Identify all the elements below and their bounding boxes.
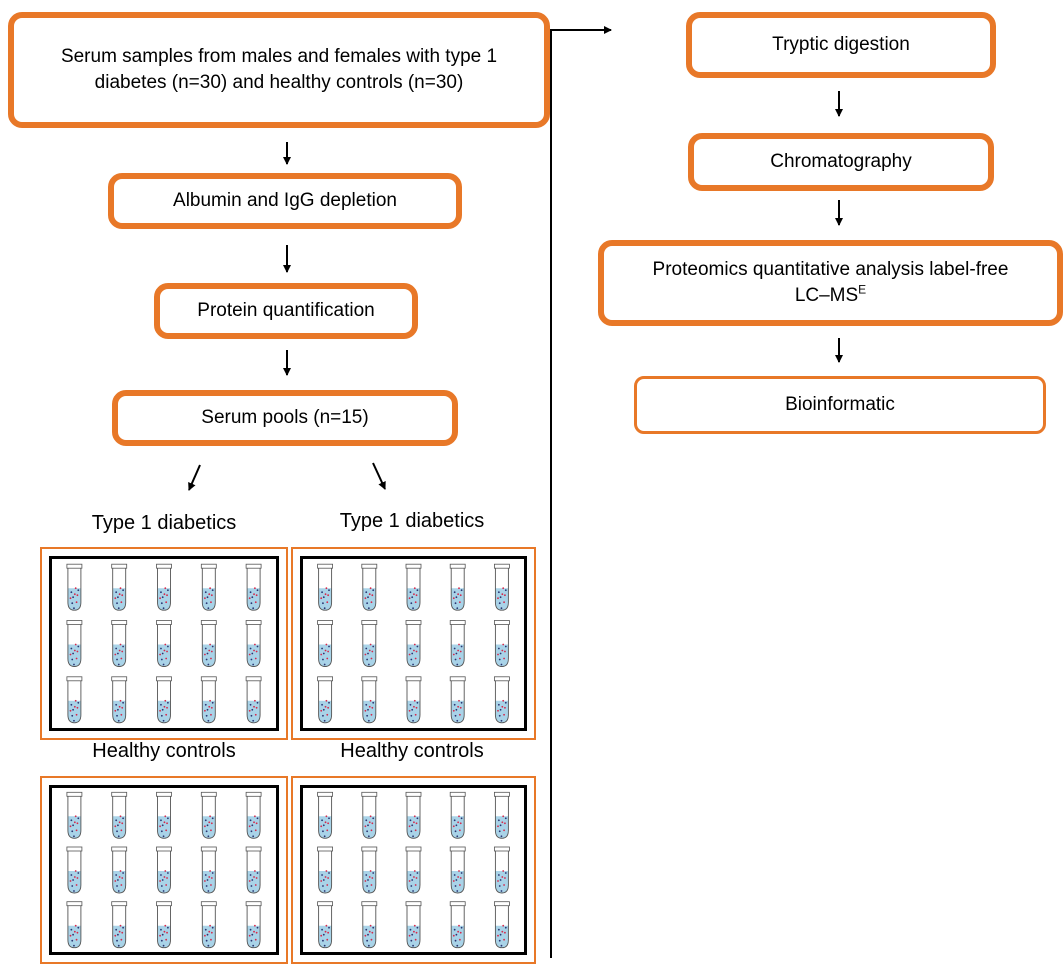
tube-grid [300, 785, 527, 955]
tube-grid-graphic [66, 791, 262, 949]
test-tube-icon [66, 676, 83, 724]
test-tube-icon [66, 901, 83, 949]
test-tube-icon [317, 676, 334, 724]
test-tube-icon [111, 563, 128, 611]
test-tube-icon [245, 846, 262, 894]
lc-ms-text: LC–MS [794, 285, 859, 306]
tube-grid-graphic [66, 563, 262, 724]
test-tube-icon [200, 563, 217, 611]
tube-grid-graphic [317, 563, 510, 724]
serum-samples-text: Serum samples from males and females wit… [60, 46, 498, 93]
test-tube-icon [449, 846, 466, 894]
test-tube-icon [317, 620, 334, 667]
test-tube-icon [156, 563, 172, 611]
test-tube-icon [200, 901, 217, 949]
test-tube-icon [449, 563, 466, 611]
test-tube-icon [317, 563, 334, 611]
test-tube-icon [361, 563, 378, 611]
hc-left-tube-panel [40, 776, 288, 964]
test-tube-icon [405, 791, 422, 839]
serum-pools-box: Serum pools (n=15) [112, 390, 458, 446]
test-tube-icon [449, 901, 466, 949]
test-tube-icon [66, 563, 83, 611]
test-tube-icon [361, 620, 378, 667]
hc-right-tube-panel [291, 776, 536, 964]
test-tube-icon [493, 791, 510, 839]
serum-samples-box: Serum samples from males and females wit… [8, 12, 550, 128]
hc-left-label: Healthy controls [92, 740, 236, 762]
test-tube-icon [156, 791, 172, 839]
tryptic-digestion-box: Tryptic digestion [686, 12, 996, 78]
test-tube-icon [493, 901, 510, 949]
proteomics-analysis-line1: Proteomics quantitative analysis label-f… [652, 259, 1009, 280]
tube-grid [49, 556, 279, 731]
protein-quantification-label: Protein quantification [197, 300, 375, 321]
test-tube-icon [449, 676, 466, 724]
test-tube-icon [156, 676, 172, 724]
test-tube-icon [66, 846, 83, 894]
test-tube-icon [405, 901, 422, 949]
test-tube-icon [493, 563, 510, 611]
test-tube-icon [405, 620, 422, 667]
bioinformatic-label: Bioinformatic [785, 394, 895, 415]
bioinformatic-box: Bioinformatic [634, 376, 1046, 434]
test-tube-icon [317, 846, 334, 894]
test-tube-icon [111, 901, 128, 949]
test-tube-icon [200, 620, 217, 667]
test-tube-icon [317, 901, 334, 949]
test-tube-icon [493, 676, 510, 724]
test-tube-icon [156, 846, 172, 894]
test-tube-icon [245, 791, 262, 839]
tube-grid [49, 785, 279, 955]
test-tube-icon [317, 791, 334, 839]
test-tube-icon [449, 791, 466, 839]
test-tube-icon [493, 620, 510, 667]
proteomics-analysis-line2: LC–MSE [795, 283, 866, 309]
serum-pools-label: Serum pools (n=15) [201, 407, 369, 428]
hc-right-label: Healthy controls [340, 740, 484, 762]
test-tube-icon [156, 901, 172, 949]
connector-to-digestion [550, 26, 612, 958]
test-tube-icon [405, 846, 422, 894]
test-tube-icon [111, 791, 128, 839]
tryptic-digestion-label: Tryptic digestion [772, 34, 910, 55]
test-tube-icon [111, 620, 128, 667]
arrow-pools-to-t1d-right [372, 462, 386, 490]
test-tube-icon [156, 620, 172, 667]
chromatography-box: Chromatography [688, 133, 994, 191]
test-tube-icon [200, 846, 217, 894]
test-tube-icon [361, 846, 378, 894]
test-tube-icon [66, 620, 83, 667]
test-tube-icon [200, 791, 217, 839]
test-tube-icon [245, 676, 262, 724]
test-tube-icon [361, 676, 378, 724]
t1d-right-tube-panel [291, 547, 536, 740]
t1d-left-label: Type 1 diabetics [91, 512, 237, 534]
test-tube-icon [66, 791, 83, 839]
tube-grid-graphic [317, 791, 510, 949]
ms-e-superscript: E [858, 282, 867, 297]
t1d-left-tube-panel [40, 547, 288, 740]
albumin-igg-depletion-label: Albumin and IgG depletion [173, 190, 397, 211]
tube-grid [300, 556, 527, 731]
protein-quantification-box: Protein quantification [154, 283, 418, 339]
albumin-igg-depletion-box: Albumin and IgG depletion [108, 173, 462, 229]
test-tube-icon [111, 676, 128, 724]
test-tube-icon [493, 846, 510, 894]
test-tube-icon [200, 676, 217, 724]
test-tube-icon [245, 563, 262, 611]
t1d-right-label: Type 1 diabetics [339, 510, 485, 532]
test-tube-icon [361, 791, 378, 839]
proteomics-analysis-box: Proteomics quantitative analysis label-f… [598, 240, 1063, 326]
test-tube-icon [111, 846, 128, 894]
test-tube-icon [405, 676, 422, 724]
test-tube-icon [245, 620, 262, 667]
test-tube-icon [245, 901, 262, 949]
arrow-pools-to-t1d-left [188, 464, 201, 491]
test-tube-icon [361, 901, 378, 949]
chromatography-label: Chromatography [770, 151, 912, 172]
test-tube-icon [405, 563, 422, 611]
test-tube-icon [449, 620, 466, 667]
